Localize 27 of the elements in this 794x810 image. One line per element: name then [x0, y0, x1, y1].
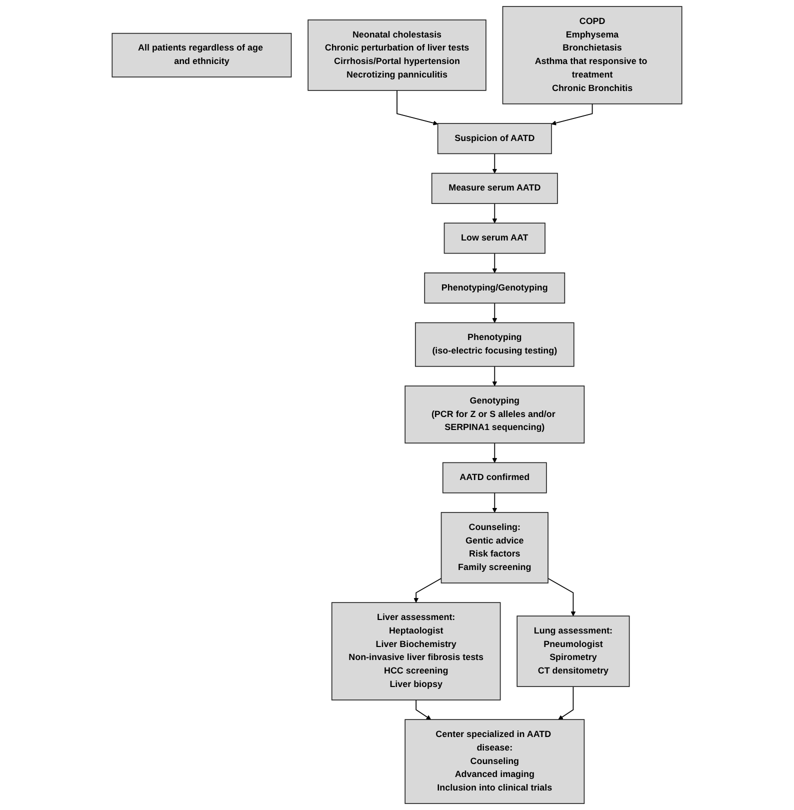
arrow [492, 153, 498, 174]
node-box: Measure serum AATD [431, 172, 558, 204]
arrow [558, 686, 574, 720]
arrow [416, 700, 432, 720]
node-box: Phenotyping/Genotyping [424, 272, 566, 304]
arrow [492, 252, 498, 274]
node-box: Neonatal cholestasis Chronic perturbation of liver tests Cirrhosis/Portal hypertension Necrotizing panniculitis [308, 20, 486, 91]
arrow [492, 203, 498, 224]
node-box: All patients regardless of age and ethnicity [112, 32, 292, 78]
node-box: Counseling: Gentic advice Risk factors Family screening [440, 512, 548, 584]
arrow [548, 578, 576, 616]
node-box: Genotyping (PCR for Z or S alleles and/or SERPINA1 sequencing) [404, 386, 585, 444]
node-box: Liver assessment: Heptaologist Liver Biochemistry Non-invasive liver fibrosis tests HCC screening Liver biopsy [331, 602, 501, 700]
node-box: Suspicion of AATD [437, 123, 552, 154]
node-box: Phenotyping (iso-electric focusing testing) [414, 322, 574, 367]
arrow [492, 492, 498, 513]
arrow [414, 578, 442, 603]
node-box: Lung assessment: Pneumologist Spirometry CT densitometry [516, 616, 630, 687]
arrow [551, 103, 593, 126]
node-box: Center specialized in AATD disease: Counseling Advanced imaging Inclusion into clinical trials [404, 719, 585, 804]
node-box: COPD Emphysema Bronchietasis Asthma that responsive to treatment Chronic Bronchitis [502, 6, 682, 104]
node-box: AATD confirmed [442, 462, 547, 494]
arrow [492, 302, 498, 323]
arrow [492, 442, 498, 463]
arrow [396, 90, 438, 126]
node-box: Low serum AAT [444, 222, 546, 254]
arrow [492, 366, 498, 386]
